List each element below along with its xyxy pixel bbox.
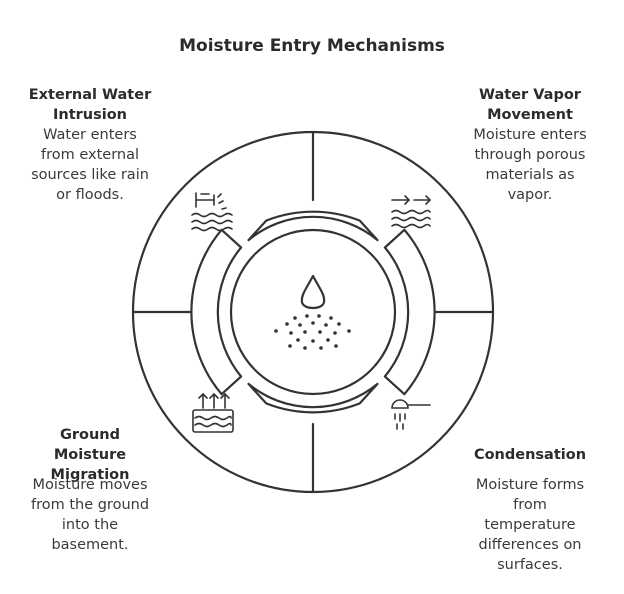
mechanism-description: Moisture moves from the ground into the … [30,477,150,553]
mechanism-description: Water enters from external sources like … [31,127,149,203]
mechanism-heading: Ground Moisture Migration [50,427,130,483]
mechanism-description: Moisture forms from temperature differen… [475,477,585,573]
water-drop-icon [300,274,326,310]
shower-drip-icon [391,399,431,430]
arc-segment-right [383,228,436,396]
moisture-dots [274,314,351,350]
arc-segment-bottom [247,382,379,414]
mechanism-ground-moisture: Ground Moisture Migration Moisture moves… [12,425,168,555]
inner-circle [229,228,397,396]
rising-water-icon [192,392,234,433]
mechanism-heading: Water Vapor Movement [479,87,581,123]
mechanism-description: Moisture enters through porous materials… [473,127,587,203]
arc-segment-left [190,228,243,396]
mechanism-water-vapor: Water Vapor Movement Moisture enters thr… [452,85,608,205]
mechanism-external-water: External Water Intrusion Water enters fr… [12,85,168,205]
arc-segment-top [247,210,379,242]
mechanism-heading: External Water Intrusion [28,87,152,123]
mechanism-condensation: Condensation Moisture forms from tempera… [452,445,608,575]
mechanism-heading: Condensation [473,447,587,463]
water-tap-icon [191,192,233,232]
vapor-waves-icon [391,195,432,229]
diagram-title: Moisture Entry Mechanisms [179,36,445,56]
